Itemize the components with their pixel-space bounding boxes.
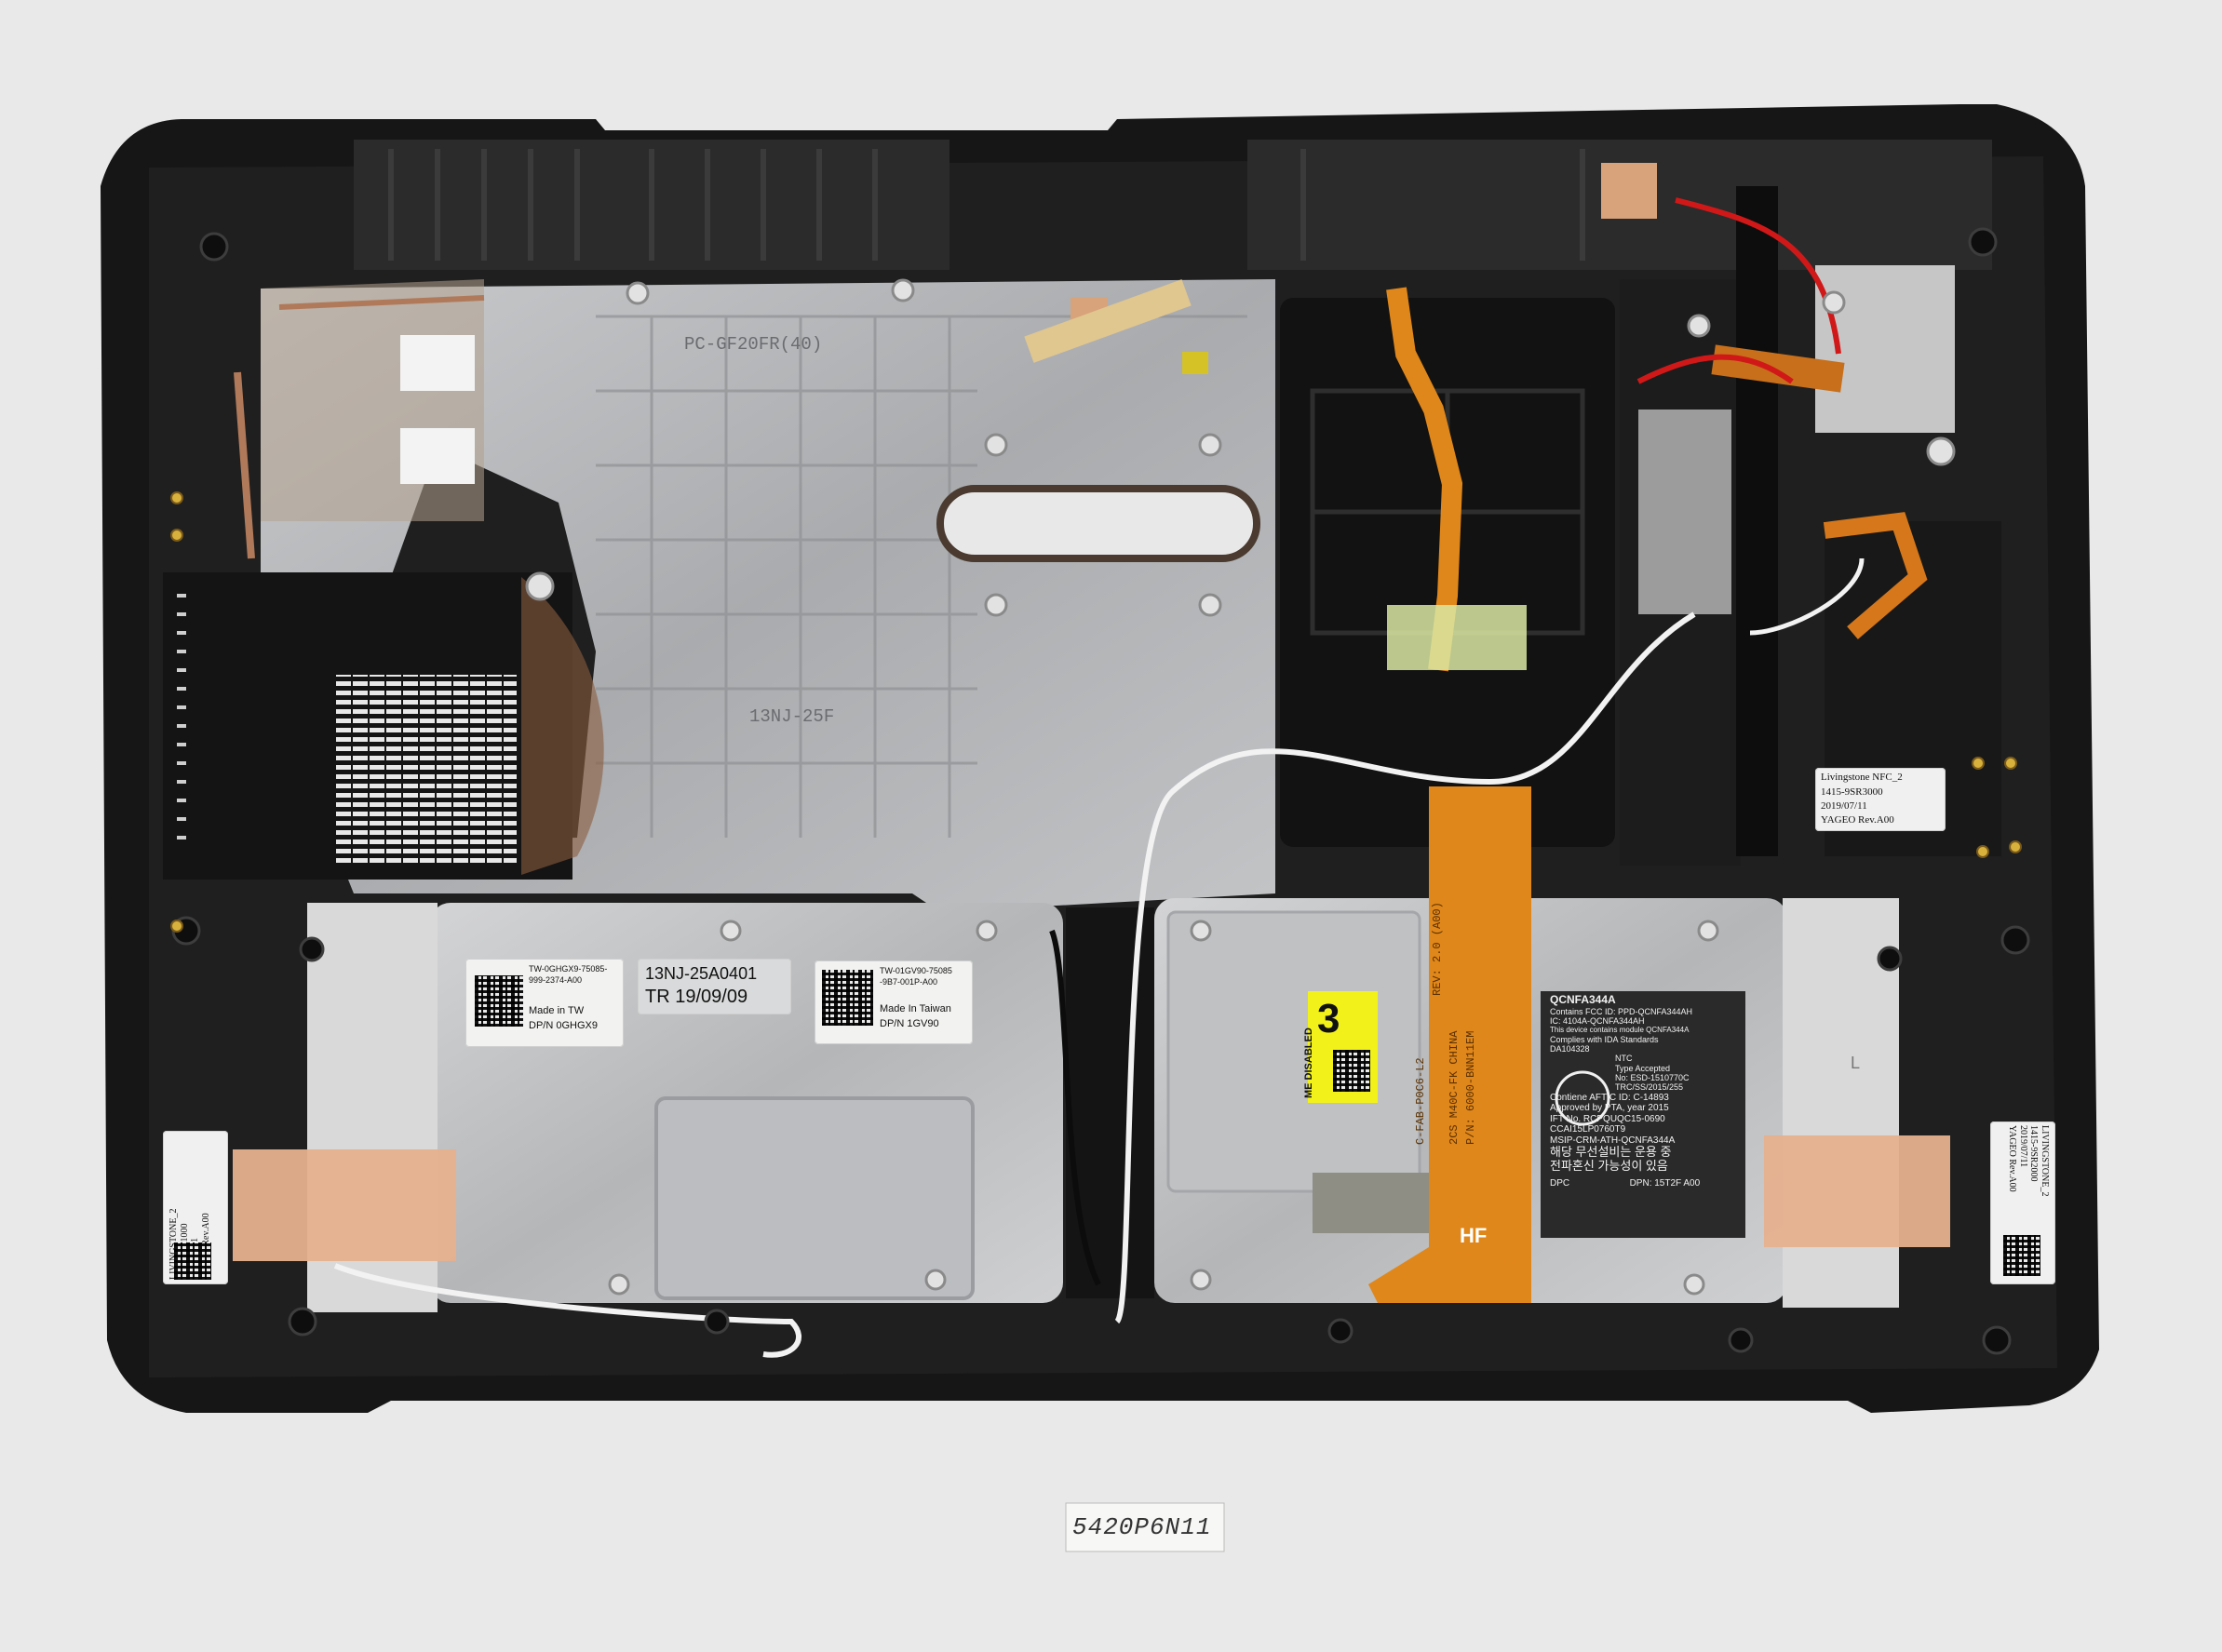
sticker-a-made-in: Made in TW: [529, 1005, 585, 1016]
metal-midframe: [261, 279, 1275, 912]
sticker-c-made-in: Made In Taiwan: [880, 1003, 951, 1014]
copper-tape-right: [1764, 1135, 1950, 1247]
yellow-sticker-number: 3: [1317, 996, 1340, 1041]
antenna-right-line1: LIVINGSTONE_2: [2040, 1125, 2050, 1197]
battery-sticker-a: TW-0GHGX9-75085- 999-2374-A00 Made in TW…: [465, 959, 624, 1047]
molded-text-top: PC-GF20FR(40): [684, 334, 823, 355]
antenna-right-code: [2003, 1235, 2040, 1276]
wlan-line: DA104328: [1550, 1044, 1590, 1054]
flex-hf-marking: HF: [1460, 1224, 1488, 1247]
wlan-line: 전파혼신 가능성이 있음: [1550, 1159, 1668, 1174]
sticker-c-line1: TW-01GV90-75085: [880, 966, 952, 975]
flex-text-4: P/N: 6000-BNN11EM: [1464, 1030, 1477, 1145]
nfc-line1: Livingstone NFC_2: [1821, 772, 1903, 783]
nfc-line4: YAGEO Rev.A00: [1821, 814, 1894, 826]
wlan-card: [1541, 991, 1745, 1238]
antenna-label-left: LIVINGSTONE_2 1415-9SR1000 2019/07/11 YA…: [163, 1131, 228, 1284]
nfc-line3: 2019/07/11: [1821, 800, 1867, 812]
yellow-sticker-text: ME DISABLED: [1303, 1027, 1314, 1098]
sticker-a-dpn: DP/N 0GHGX9: [529, 1020, 598, 1031]
sticker-c-dpn: DP/N 1GV90: [880, 1018, 939, 1029]
wlan-line: Approved by PTA, year 2015: [1550, 1103, 1669, 1114]
yellow-sticker-code: [1333, 1050, 1370, 1092]
wlan-line: QCNFA344A: [1550, 993, 1616, 1006]
wlan-card-text: QCNFA344A Contains FCC ID: PPD-QCNFA344A…: [1550, 993, 1745, 1190]
antenna-left-code: [174, 1242, 211, 1280]
wlan-line: DPN: 15T2F A00: [1629, 1178, 1701, 1189]
white-wire: [1114, 611, 1696, 1324]
red-wire: [1675, 197, 1841, 355]
copper-tape-left: [233, 1149, 456, 1261]
midframe-slot: [936, 485, 1260, 562]
flex-text-2: REV: 2.0 (A00): [1431, 902, 1444, 996]
handwritten-tag-paper: [1065, 1502, 1225, 1552]
wlan-line: Type Accepted: [1615, 1063, 1671, 1073]
wlan-line: NTC: [1615, 1054, 1633, 1064]
datamatrix-code: [475, 975, 523, 1027]
battery-sticker-b: 13NJ-25A0401 TR 19/09/09: [638, 959, 791, 1014]
sticker-b-line1: 13NJ-25A0401: [645, 964, 758, 983]
datamatrix-code: [822, 970, 873, 1026]
antenna-label-right: LIVINGSTONE_2 1415-9SR2000 2019/07/11 YA…: [1990, 1121, 2055, 1284]
wlan-line: TRC/SS/2015/255: [1615, 1082, 1684, 1093]
handwritten-tag: 5420P6N11: [1072, 1513, 1212, 1541]
nfc-line2: 1415-9SR3000: [1821, 786, 1883, 798]
main-flex-cable: [1429, 786, 1531, 1289]
black-wire: [1049, 929, 1101, 1286]
wlan-line: 해당 무선설비는 운용 중: [1550, 1145, 1672, 1160]
wlan-line: Contiene AFTIC ID: C-14893: [1550, 1092, 1669, 1103]
wlan-line: CCAI15LP0760T9: [1550, 1124, 1626, 1135]
sticker-a-line1: TW-0GHGX9-75085-: [529, 964, 608, 974]
nfc-label: Livingstone NFC_2 1415-9SR3000 2019/07/1…: [1815, 768, 1946, 831]
sticker-c-line2: -9B7-001P-A00: [880, 977, 938, 987]
fan-grille: [335, 675, 517, 866]
wlan-line: IFT No. RCPQUQC15-0690: [1550, 1113, 1665, 1124]
molded-text-mid: 13NJ-25F: [749, 706, 835, 727]
wlan-line: This device contains module QCNFA344A: [1550, 1026, 1690, 1035]
flex-text-3: 2CS M40C-FK CHINA: [1448, 1030, 1461, 1145]
wlan-line: DPC: [1550, 1178, 1570, 1189]
wlan-line: MSIP-CRM-ATH-QCNFA344A: [1550, 1135, 1676, 1146]
wlan-line: Contains FCC ID: PPD-QCNFA344AH: [1550, 1006, 1693, 1016]
wlan-line: IC: 4104A-QCNFA344AH: [1550, 1016, 1645, 1027]
sticker-a-line2: 999-2374-A00: [529, 975, 583, 985]
wlan-line: Complies with IDA Standards: [1550, 1034, 1659, 1044]
speaker-marking: L: [1851, 1054, 1861, 1072]
flex-text-1: C-FAB-P0C6-L2: [1414, 1057, 1427, 1145]
wlan-line: No: ESD-1510770C: [1615, 1073, 1690, 1083]
battery-sticker-c: TW-01GV90-75085 -9B7-001P-A00 Made In Ta…: [815, 960, 973, 1044]
sticker-b-line2: TR 19/09/09: [645, 987, 748, 1007]
